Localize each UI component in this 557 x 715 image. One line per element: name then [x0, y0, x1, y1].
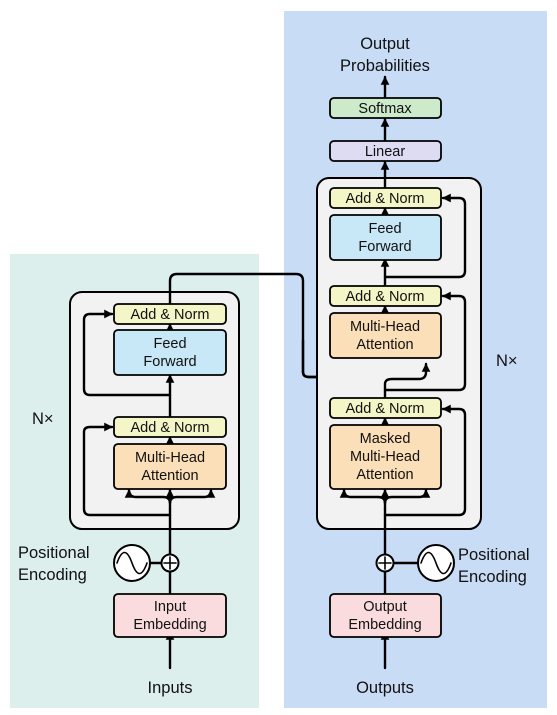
encoder-add-norm-bottom-label: Add & Norm: [131, 420, 210, 436]
decoder-embedding-line-2: Embedding: [348, 617, 421, 633]
decoder-feed-forward: [329, 214, 442, 261]
encoder-block: [69, 291, 240, 530]
decoder-outputs-label: Outputs: [356, 679, 414, 697]
decoder-masked-attention-line-2: Multi-Head: [350, 449, 420, 465]
encoder-add-norm-top: [113, 303, 227, 325]
decoder-cross-attention-line-1: Multi-Head: [350, 319, 420, 335]
decoder-add-norm-top: [329, 187, 442, 209]
decoder-positional-encoding-line-2: Encoding: [458, 568, 527, 586]
decoder-embedding-line-1: Output: [363, 599, 407, 615]
encoder-feed-forward-line-2: Forward: [143, 354, 196, 370]
encoder-positional-encoding-line-1: Positional: [18, 544, 90, 562]
encoder-nx-label: N×: [32, 410, 54, 428]
encoder-add-norm-bottom: [113, 416, 227, 438]
decoder: Softmax Linear Add & Norm Feed Forward A…: [316, 35, 530, 697]
decoder-add-norm-bottom-label: Add & Norm: [346, 401, 425, 417]
decoder-output-probabilities-line-1: Output: [360, 35, 410, 53]
decoder-nx-label: N×: [496, 352, 518, 370]
decoder-linear: [329, 140, 442, 162]
decoder-add-norm-mid-label: Add & Norm: [346, 289, 425, 305]
encoder: Add & Norm Feed Forward Add & Norm Multi…: [18, 272, 387, 697]
decoder-feed-forward-line-2: Forward: [358, 239, 411, 255]
encoder-embedding-line-2: Embedding: [133, 617, 206, 633]
decoder-multi-head-attention: [329, 312, 442, 359]
decoder-softmax-label: Softmax: [358, 101, 412, 117]
decoder-add-norm-top-label: Add & Norm: [346, 191, 425, 207]
encoder-attention-line-1: Multi-Head: [135, 450, 205, 466]
encoder-inputs-label: Inputs: [148, 679, 193, 697]
encoder-attention-line-2: Attention: [141, 468, 198, 484]
decoder-linear-label: Linear: [365, 144, 405, 160]
decoder-masked-attention-line-3: Attention: [356, 467, 413, 483]
encoder-feed-forward: [113, 329, 227, 376]
encoder-positional-encoding-line-2: Encoding: [18, 566, 87, 584]
encoder-feed-forward-line-1: Feed: [153, 336, 186, 352]
decoder-cross-attention-line-2: Attention: [356, 337, 413, 353]
decoder-output-probabilities-line-2: Probabilities: [340, 57, 430, 75]
encoder-multi-head-attention: [113, 443, 227, 490]
decoder-masked-attention-line-1: Masked: [360, 431, 411, 447]
decoder-masked-multi-head-attention: [329, 424, 442, 490]
decoder-feed-forward-line-1: Feed: [368, 221, 401, 237]
decoder-add-norm-bottom: [329, 397, 442, 419]
decoder-add-norm-mid: [329, 285, 442, 307]
decoder-positional-encoding-line-1: Positional: [458, 546, 530, 564]
encoder-add-norm-top-label: Add & Norm: [131, 307, 210, 323]
encoder-embedding-line-1: Input: [154, 599, 186, 615]
decoder-softmax: [329, 97, 442, 119]
decoder-output-embedding: [329, 593, 442, 638]
encoder-input-embedding: [113, 593, 227, 638]
